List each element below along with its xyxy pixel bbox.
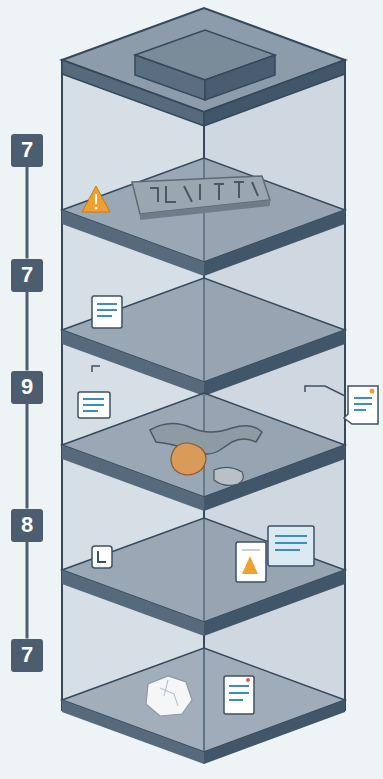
step-number-box: 8 (11, 509, 43, 542)
document-stack (236, 526, 314, 582)
callout-number: 7 (21, 263, 33, 287)
timeline-connector (26, 404, 29, 509)
callout-card (305, 386, 378, 424)
document-icon (92, 296, 122, 328)
callout-number: 7 (21, 138, 33, 162)
machine-sign (132, 176, 270, 220)
document-icon (224, 676, 254, 714)
roof-cap (135, 30, 275, 100)
timeline-connector (26, 292, 29, 371)
warning-icon (82, 186, 110, 212)
callout-number: 9 (21, 375, 33, 399)
callout-number: 7 (21, 643, 33, 667)
step-number-box: 7 (11, 259, 43, 292)
step-number-box: 7 (11, 134, 43, 167)
step-number-box: 9 (11, 371, 43, 404)
floor-slabs (62, 8, 345, 764)
glasses-object (150, 423, 262, 485)
timeline-connector (26, 167, 29, 259)
card-icon (92, 546, 112, 568)
crumpled-paper (146, 676, 192, 716)
step-number-box: 7 (11, 639, 43, 672)
timeline-connector (26, 542, 29, 639)
callout-number: 8 (21, 513, 33, 537)
document-icon (78, 366, 110, 418)
